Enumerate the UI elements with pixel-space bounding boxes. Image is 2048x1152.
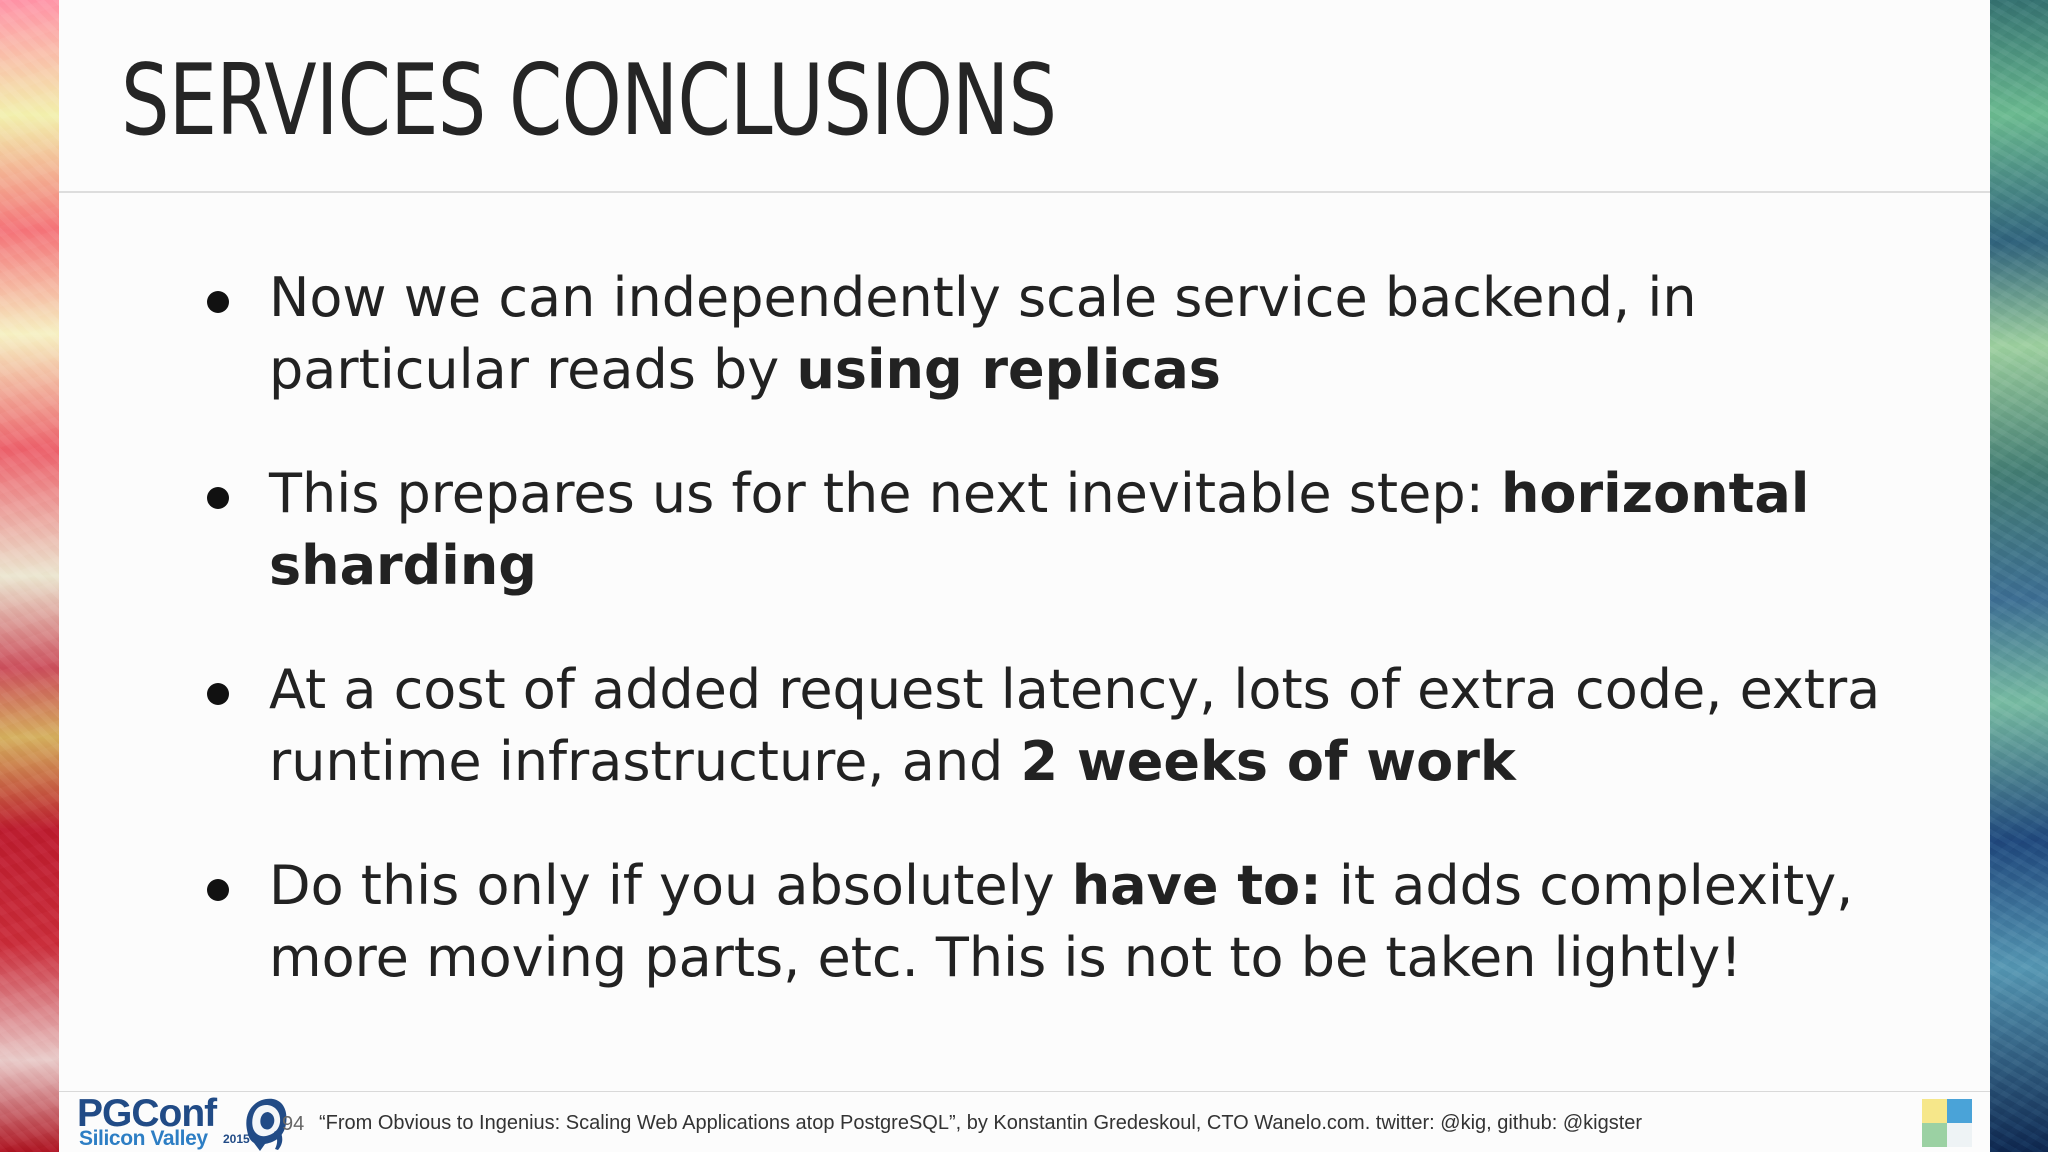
bullet-dot-icon: [207, 683, 229, 705]
pgconf-logo: PGConf Silicon Valley 2015: [77, 1094, 291, 1152]
bullet-list: Now we can independently scale service b…: [207, 262, 1967, 1046]
bullet-text-part: Do this only if you absolutely: [269, 854, 1072, 917]
bullet-item: This prepares us for the next inevitable…: [207, 458, 1967, 602]
bullet-dot-icon: [207, 291, 229, 313]
bullet-dot-icon: [207, 487, 229, 509]
slide-canvas: SERVICES CONCLUSIONS Now we can independ…: [59, 0, 1990, 1152]
title-divider: [59, 191, 1990, 193]
elephant-icon: [246, 1098, 287, 1151]
bullet-text-part: At a cost of added request latency, lots…: [269, 658, 1881, 793]
bullet-item: At a cost of added request latency, lots…: [207, 654, 1967, 798]
bullet-text-part: This prepares us for the next inevitable…: [269, 462, 1501, 525]
footer-citation: “From Obvious to Ingenius: Scaling Web A…: [319, 1112, 1643, 1134]
bullet-text-part: Now we can independently scale service b…: [269, 266, 1697, 401]
logo-subtitle: Silicon Valley: [79, 1127, 208, 1150]
color-squares-icon: [1922, 1099, 1972, 1147]
bullet-emphasis: have to:: [1071, 854, 1322, 917]
slide-title: SERVICES CONCLUSIONS: [121, 44, 1057, 158]
logo-title: PGConf: [77, 1092, 217, 1135]
footer-divider: [59, 1091, 1990, 1092]
bullet-item: Now we can independently scale service b…: [207, 262, 1967, 406]
logo-year: 2015: [223, 1132, 250, 1146]
page-number: 94: [282, 1113, 305, 1135]
bullet-item: Do this only if you absolutely have to: …: [207, 850, 1967, 994]
bullet-dot-icon: [207, 879, 229, 901]
left-decorative-strip: [0, 0, 59, 1152]
right-decorative-strip: [1990, 0, 2048, 1152]
bullet-emphasis: horizontal sharding: [269, 462, 1810, 597]
bullet-emphasis: 2 weeks of work: [1020, 730, 1516, 793]
bullet-emphasis: using replicas: [796, 338, 1221, 401]
bullet-text-part: it adds complexity, more moving parts, e…: [269, 854, 1854, 989]
